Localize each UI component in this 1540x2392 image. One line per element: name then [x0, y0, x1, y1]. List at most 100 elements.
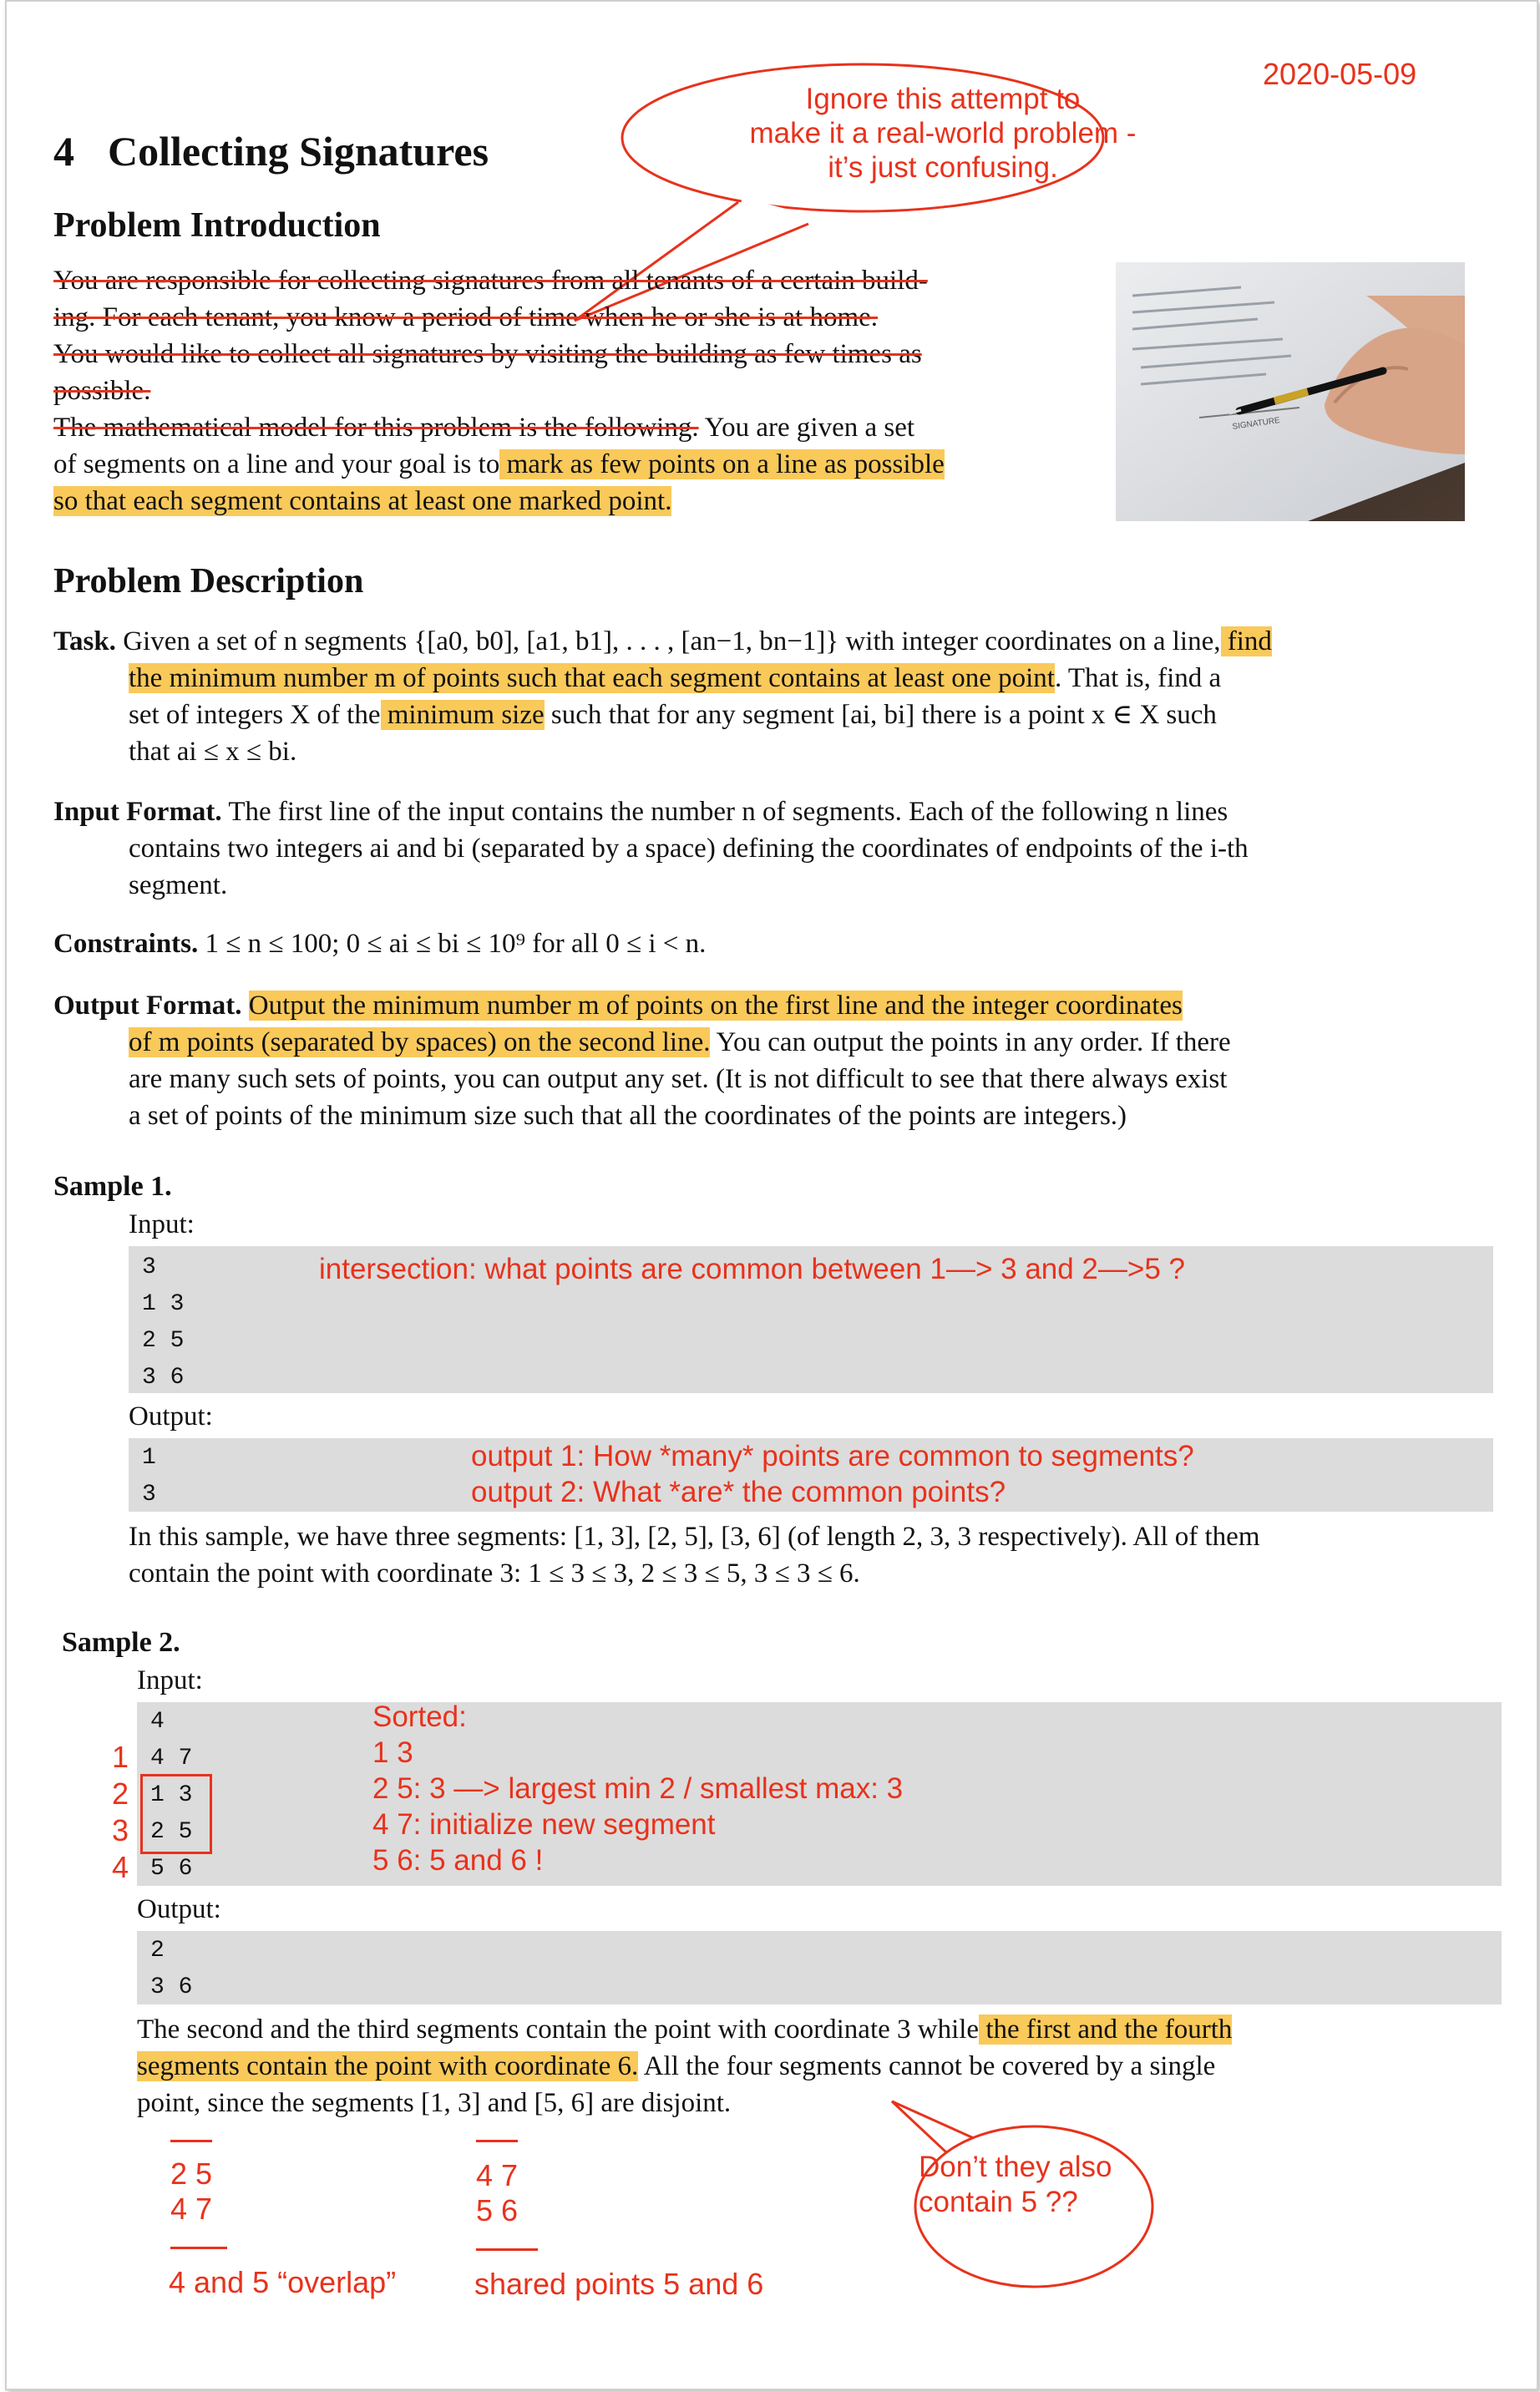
row-number: 4: [112, 1850, 129, 1884]
annotation-line: 4 7: [476, 2158, 519, 2192]
code-line: 1: [142, 1445, 156, 1471]
annotation-line: 4 7: initialize new segment: [372, 1808, 716, 1841]
code-line: 1 3: [150, 1782, 193, 1808]
input-format-text: The first line of the input contains the…: [228, 797, 1228, 827]
input-format-label: Input Format.: [53, 797, 222, 827]
code-line: 3: [142, 1482, 156, 1508]
sample1-output-box: 1 3 output 1: How *many* points are comm…: [129, 1438, 1493, 1512]
bubble-line: make it a real-world problem -: [749, 117, 1137, 150]
code-line: 1 3: [142, 1291, 185, 1317]
intro-heading: Problem Introduction: [53, 206, 381, 245]
explanation-line: point, since the segments [1, 3] and [5,…: [137, 2088, 732, 2118]
output-format-label: Output Format.: [53, 991, 242, 1021]
sample1-input-box: 3 1 3 2 5 3 6 intersection: what points …: [129, 1246, 1493, 1393]
output-format-paragraph: Output Format. Output the minimum number…: [53, 987, 1495, 1134]
output-format-highlight: of m points (separated by spaces) on the…: [129, 1027, 711, 1057]
task-text: set of integers X of the: [129, 700, 381, 730]
sample2-sorted-annotation: Sorted: 1 3 2 5: 3 —> largest min 2 / sm…: [372, 1699, 903, 1878]
code-line: 3 6: [142, 1365, 185, 1391]
bubble-line: it’s just confusing.: [828, 151, 1058, 184]
struck-line: ing. For each tenant, you know a period …: [53, 302, 879, 332]
divider-line: [476, 2248, 538, 2251]
explanation-line: contain the point with coordinate 3: 1 ≤…: [129, 1558, 860, 1589]
task-text: such that for any segment [ai, bi] there…: [544, 700, 1217, 730]
code-line: 2 5: [142, 1328, 185, 1354]
speech-bubble-bottom-text: Don’t they also contain 5 ??: [919, 2150, 1112, 2220]
annotation-line: Sorted:: [372, 1700, 467, 1733]
divider-line: [170, 2247, 227, 2249]
bubble-line: Don’t they also: [919, 2151, 1112, 2183]
explanation-text: The second and the third segments contai…: [137, 2014, 980, 2045]
annotation-line: output 2: What *are* the common points?: [471, 1476, 1006, 1508]
date-annotation: 2020-05-09: [1263, 57, 1417, 91]
task-paragraph: Task. Given a set of n segments {[a0, b0…: [53, 623, 1495, 770]
input-format-paragraph: Input Format. The first line of the inpu…: [53, 793, 1495, 904]
intro-text: You are given a set: [698, 413, 915, 443]
overlap-left-values: 2 5 4 7: [170, 2156, 212, 2227]
sample1-input-annotation: intersection: what points are common bet…: [319, 1253, 1185, 1285]
bubble-line: contain 5 ??: [919, 2186, 1078, 2218]
task-label: Task.: [53, 626, 116, 656]
annotation-line: 5 6: [476, 2193, 519, 2227]
constraints-text: 1 ≤ n ≤ 100; 0 ≤ ai ≤ bi ≤ 10⁹ for all 0…: [205, 929, 707, 959]
code-line: 4: [150, 1709, 165, 1735]
code-line: 2: [150, 1938, 165, 1964]
output-format-text: are many such sets of points, you can ou…: [129, 1064, 1228, 1094]
output-format-highlight: Output the minimum number m of points on…: [248, 991, 1183, 1021]
task-text: Given a set of n segments {[a0, b0], [a1…: [123, 626, 1221, 656]
struck-line: You are responsible for collecting signa…: [53, 266, 928, 296]
explanation-highlight: the first and the fourth: [979, 2014, 1233, 2045]
sample2-output-box: 2 3 6: [137, 1931, 1502, 2004]
sample1-input-label: Input:: [129, 1209, 195, 1239]
sample2-row-numbers: 1 2 3 4: [112, 1739, 129, 1886]
code-line: 2 5: [150, 1819, 193, 1845]
section-number: 4: [53, 128, 74, 175]
sample2-input-box: 4 4 7 1 3 2 5 5 6 Sorted: 1 3 2 5: 3 —> …: [137, 1699, 1502, 1886]
task-highlight: the minimum number m of points such that…: [129, 663, 1055, 693]
task-highlight: minimum size: [380, 700, 545, 730]
sample1-output-annotation: output 1: How *many* points are common t…: [471, 1438, 1194, 1510]
intro-highlight: so that each segment contains at least o…: [53, 486, 672, 516]
sample1-explanation: In this sample, we have three segments: …: [129, 1518, 1493, 1592]
sample1-title: Sample 1.: [53, 1171, 172, 1202]
output-format-text: a set of points of the minimum size such…: [129, 1101, 1127, 1131]
code-line: 5 6: [150, 1856, 193, 1882]
sample2-title: Sample 2.: [62, 1627, 180, 1658]
task-text: that ai ≤ x ≤ bi.: [129, 737, 297, 767]
signing-photo: SIGNATURE: [1116, 262, 1465, 521]
annotation-line: 2 5: 3 —> largest min 2 / smallest max: …: [372, 1772, 904, 1805]
annotation-line: 4 7: [170, 2192, 213, 2226]
intro-highlight: mark as few points on a line as possible: [499, 449, 945, 479]
struck-line: possible.: [53, 376, 151, 406]
task-text: . That is, find a: [1054, 663, 1222, 693]
struck-line: The mathematical model for this problem …: [53, 413, 699, 443]
input-format-text: segment.: [129, 870, 228, 900]
overlap-right-values: 4 7 5 6: [476, 2158, 518, 2228]
explanation-highlight: segments contain the point with coordina…: [137, 2051, 639, 2081]
code-line: 3: [142, 1254, 156, 1280]
divider-line: [476, 2140, 518, 2142]
speech-bubble-top-text: Ignore this attempt to make it a real-wo…: [713, 82, 1173, 185]
constraints-paragraph: Constraints. 1 ≤ n ≤ 100; 0 ≤ ai ≤ bi ≤ …: [53, 925, 1495, 962]
row-number: 2: [112, 1776, 129, 1811]
speech-bubble-bottom: [890, 2100, 1154, 2288]
output-format-text: You can output the points in any order. …: [710, 1027, 1231, 1057]
annotation-line: 2 5: [170, 2156, 213, 2191]
intro-text: of segments on a line and your goal is t…: [53, 449, 500, 479]
bubble-line: Ignore this attempt to: [805, 83, 1081, 115]
speech-bubble-top: [574, 63, 1105, 322]
task-highlight: find: [1220, 626, 1272, 656]
sample2-explanation: The second and the third segments contai…: [137, 2011, 1502, 2121]
explanation-text: All the four segments cannot be covered …: [638, 2051, 1216, 2081]
sample2-highlight-box: [140, 1774, 212, 1854]
sample1-output-label: Output:: [129, 1401, 213, 1432]
code-line: 4 7: [150, 1746, 193, 1771]
sample2-output-label: Output:: [137, 1894, 221, 1924]
overlap-right-caption: shared points 5 and 6: [474, 2267, 764, 2301]
intro-paragraph: You are responsible for collecting signa…: [53, 262, 1104, 519]
row-number: 1: [112, 1740, 129, 1774]
annotation-line: 5 6: 5 and 6 !: [372, 1844, 544, 1877]
row-number: 3: [112, 1813, 129, 1847]
